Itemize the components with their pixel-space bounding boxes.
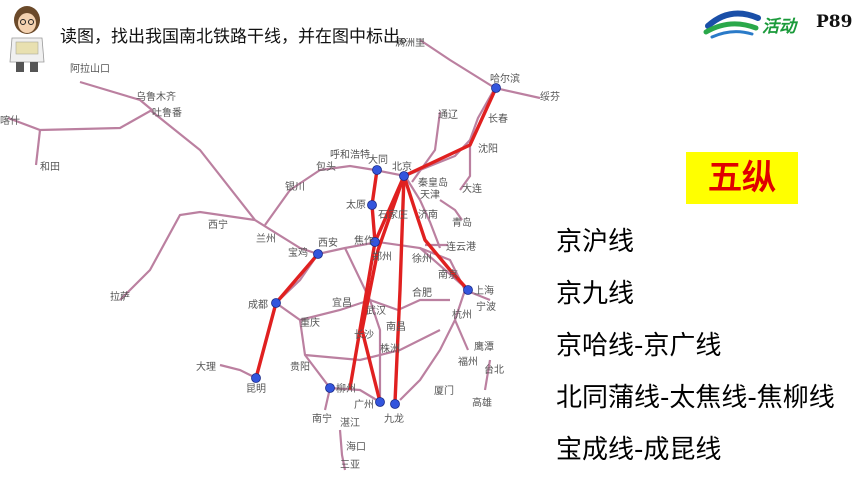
city-label: 福州 <box>458 355 478 368</box>
city-label: 哈尔滨 <box>490 72 520 85</box>
city-label: 喀什 <box>0 114 20 127</box>
city-label: 南昌 <box>386 320 406 333</box>
city-label: 宝鸡 <box>288 246 308 259</box>
city-label: 大理 <box>196 360 216 373</box>
city-label: 天津 <box>420 189 440 201</box>
city-label: 南京 <box>438 268 458 281</box>
city-label: 宜昌 <box>332 296 352 309</box>
line-name: 京哈线-京广线 <box>556 331 722 361</box>
city-label: 高雄 <box>472 396 492 409</box>
city-label: 济南 <box>418 208 438 221</box>
city-label: 和田 <box>40 161 60 173</box>
city-label: 郑州 <box>372 250 392 263</box>
city-label: 阿拉山口 <box>70 62 110 75</box>
china-railway-map: 阿拉山口 乌鲁木齐 吐鲁番 喀什 和田 满洲里 哈尔滨 绥芬河 长春 通辽 沈阳… <box>0 38 560 471</box>
instruction-text: 读图，找出我国南北铁路干线，并在图中标出。 <box>60 27 417 47</box>
city-label: 海口 <box>346 440 366 453</box>
city-label: 银川 <box>285 180 305 193</box>
city-label: 南宁 <box>312 412 332 425</box>
city-label: 三亚 <box>340 460 360 471</box>
city-label: 成都 <box>248 299 268 311</box>
city-label: 杭州 <box>452 308 472 321</box>
activity-label: 活动 <box>762 17 796 37</box>
city-label: 长春 <box>488 113 508 125</box>
city-label: 贵阳 <box>290 360 310 373</box>
line-name: 京九线 <box>556 279 635 309</box>
city-label: 吐鲁番 <box>152 106 182 119</box>
railway-network <box>7 39 541 471</box>
city-label: 柳州 <box>336 382 356 395</box>
city-label: 青岛 <box>452 216 472 229</box>
city-label: 呼和浩特 <box>330 149 370 161</box>
city-label: 株洲 <box>380 342 400 355</box>
city-label: 连云港 <box>446 240 476 253</box>
activity-logo-icon <box>703 10 761 39</box>
city-label: 大同 <box>368 153 388 166</box>
city-label: 通辽 <box>438 109 458 121</box>
line-name: 宝成线-成昆线 <box>556 435 722 465</box>
city-label: 上海 <box>474 284 494 297</box>
city-label: 合肥 <box>412 286 432 299</box>
railway-line-list: 京沪线 京九线 京哈线-京广线 北同蒲线-太焦线-焦柳线 宝成线-成昆线 <box>556 222 835 482</box>
city-label: 宁波 <box>476 300 496 313</box>
teacher-reading-icon <box>9 6 45 72</box>
city-label: 台北 <box>484 363 504 376</box>
city-label: 包头 <box>316 160 336 173</box>
city-label: 西宁 <box>208 218 228 231</box>
city-label: 石家庄 <box>378 208 408 221</box>
city-label: 太原 <box>346 198 366 211</box>
city-label: 厦门 <box>434 384 454 397</box>
city-label: 焦作 <box>354 234 374 247</box>
line-name: 京沪线 <box>556 227 635 257</box>
line-name: 北同蒲线-太焦线-焦柳线 <box>556 383 835 413</box>
city-label: 大连 <box>462 182 482 195</box>
city-label: 鹰潭 <box>474 340 494 353</box>
city-label: 广州 <box>354 399 374 411</box>
city-label: 秦皇岛 <box>418 176 448 189</box>
city-label: 徐州 <box>412 252 432 265</box>
city-label: 昆明 <box>246 383 266 395</box>
city-label: 兰州 <box>256 232 276 245</box>
city-label: 重庆 <box>300 316 320 329</box>
city-label: 北京 <box>392 160 412 173</box>
page-reference: P89 <box>816 12 853 32</box>
city-label: 西安 <box>318 236 338 249</box>
city-label: 长沙 <box>354 329 374 341</box>
city-label: 沈阳 <box>478 142 498 155</box>
city-label: 湛江 <box>340 417 360 429</box>
city-label: 满洲里 <box>395 38 425 49</box>
railway-nodes <box>251 83 501 409</box>
city-labels: 阿拉山口 乌鲁木齐 吐鲁番 喀什 和田 满洲里 哈尔滨 绥芬河 长春 通辽 沈阳… <box>0 38 560 471</box>
five-vertical-lines-banner: 五纵 <box>686 152 798 204</box>
city-label: 绥芬河 <box>540 91 560 103</box>
city-label: 拉萨 <box>110 290 130 303</box>
city-label: 武汉 <box>366 304 386 317</box>
city-label: 九龙 <box>384 412 404 425</box>
city-label: 乌鲁木齐 <box>136 90 176 103</box>
